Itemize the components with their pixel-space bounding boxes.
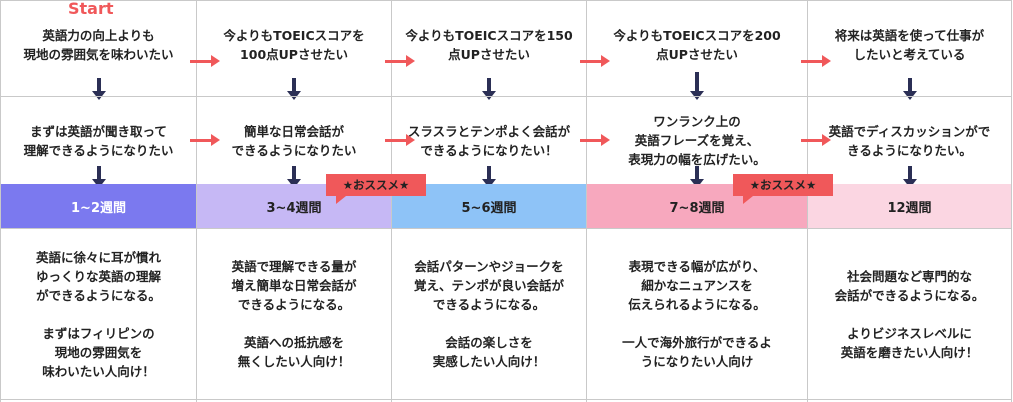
column-2: 今よりもTOEICスコアを 100点UPさせたい 簡単な日常会話が できるように… — [196, 0, 391, 402]
right-arrow — [580, 55, 610, 67]
goal-text: 英語力の向上よりも 現地の雰囲気を味わいたい — [23, 28, 174, 62]
description-text: 英語で理解できる量が 増え簡単な日常会話が できるようになる。 英語への抵抗感を… — [197, 228, 391, 400]
down-arrow — [690, 166, 704, 188]
recommend-callout: ★おススメ★ — [326, 174, 426, 204]
goal-text: 今よりもTOEICスコアを200 点UPさせたい — [613, 28, 781, 62]
column-4: 今よりもTOEICスコアを200 点UPさせたい ワンランク上の 英語フレーズを… — [586, 0, 807, 402]
goal-text: 今よりもTOEICスコアを150 点UPさせたい — [405, 28, 573, 62]
down-arrow — [902, 78, 917, 100]
down-arrow — [482, 78, 496, 100]
goal-text: 今よりもTOEICスコアを 100点UPさせたい — [223, 28, 365, 62]
duration-band: 12週間 — [808, 184, 1011, 228]
right-arrow — [190, 55, 220, 67]
down-arrow — [287, 78, 301, 100]
down-arrow — [902, 166, 917, 188]
down-arrow — [690, 72, 704, 100]
column-3: 今よりもTOEICスコアを150 点UPさせたい スラスラとテンポよく会話が で… — [391, 0, 586, 402]
start-label: Start — [68, 0, 114, 18]
recommend-text: ★おススメ★ — [749, 178, 817, 192]
aim-text: 簡単な日常会話が できるようになりたい — [197, 96, 391, 184]
description-text: 表現できる幅が広がり、 細かなニュアンスを 伝えられるようになる。 一人で海外旅… — [587, 228, 807, 400]
down-arrow — [287, 166, 301, 188]
description-text: 社会問題など専門的な 会話ができるようになる。 よりビジネスレベルに 英語を磨き… — [808, 228, 1011, 400]
duration-band: 1~2週間 — [1, 184, 196, 228]
column-5: 将来は英語を使って仕事が したいと考えている 英語でディスカッションがで きるよ… — [807, 0, 1012, 402]
aim-text: まずは英語が聞き取って 理解できるようになりたい — [1, 96, 196, 184]
aim-text: スラスラとテンポよく会話が できるようになりたい！ — [392, 96, 586, 184]
right-arrow — [190, 134, 220, 146]
recommend-text: ★おススメ★ — [342, 178, 410, 192]
right-arrow — [801, 55, 831, 67]
description-text: 英語に徐々に耳が慣れ ゆっくりな英語の理解 ができるようになる。 まずはフィリピ… — [1, 228, 196, 400]
right-arrow — [580, 134, 610, 146]
aim-text: 英語でディスカッションがで きるようになりたい。 — [808, 96, 1011, 184]
recommend-callout: ★おススメ★ — [733, 174, 833, 204]
description-text: 会話パターンやジョークを 覚え、テンポが良い会話が できるようになる。 会話の楽… — [392, 228, 586, 400]
right-arrow — [385, 134, 415, 146]
column-1: 英語力の向上よりも 現地の雰囲気を味わいたい まずは英語が聞き取って 理解できる… — [0, 0, 196, 402]
right-arrow — [801, 134, 831, 146]
goal-text: 将来は英語を使って仕事が したいと考えている — [834, 28, 985, 62]
down-arrow — [91, 166, 106, 188]
right-arrow — [385, 55, 415, 67]
aim-text: ワンランク上の 英語フレーズを覚え、 表現力の幅を広げたい。 — [587, 96, 807, 184]
down-arrow — [91, 78, 106, 100]
down-arrow — [482, 166, 496, 188]
